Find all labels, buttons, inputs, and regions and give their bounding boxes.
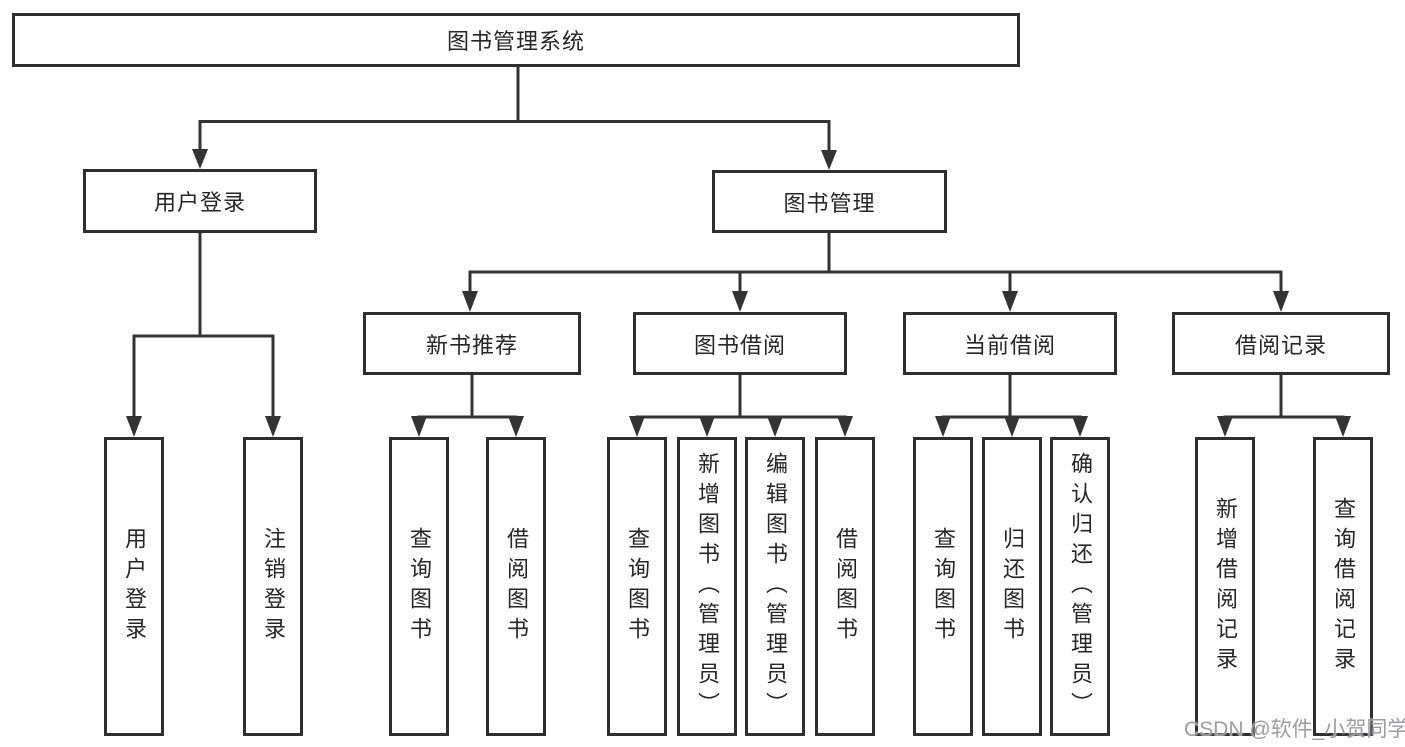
leaf-edit-books-admin: 编辑图书（管理员）: [745, 437, 805, 736]
leaf-query-books-recommend: 查询图书: [389, 437, 449, 736]
node-current-borrow: 当前借阅: [903, 312, 1117, 375]
arrowheads: [126, 149, 1351, 437]
connector-edges: [132, 66, 1345, 419]
node-new-book-recommend: 新书推荐: [363, 312, 581, 375]
leaf-confirm-return-admin: 确认归还（管理员）: [1050, 437, 1110, 736]
leaf-add-books-admin: 新增图书（管理员）: [677, 437, 737, 736]
leaf-query-borrow-record: 查询借阅记录: [1313, 437, 1373, 736]
leaf-query-books-current: 查询图书: [913, 437, 973, 736]
leaf-borrow-books: 借阅图书: [815, 437, 875, 736]
node-borrow-records: 借阅记录: [1172, 312, 1390, 375]
leaf-logout: 注销登录: [243, 437, 303, 736]
csdn-watermark: CSDN @软件_小贺同学: [1184, 718, 1405, 741]
leaf-add-borrow-record: 新增借阅记录: [1195, 437, 1255, 736]
node-book-management: 图书管理: [712, 170, 947, 233]
node-user-login: 用户登录: [83, 169, 317, 233]
node-library-management-system: 图书管理系统: [12, 13, 1020, 67]
leaf-return-books: 归还图书: [982, 437, 1042, 736]
leaf-user-login: 用户登录: [104, 437, 164, 736]
node-book-borrow: 图书借阅: [633, 312, 847, 375]
leaf-query-books-borrow: 查询图书: [607, 437, 667, 736]
leaf-borrow-books-recommend: 借阅图书: [486, 437, 546, 736]
